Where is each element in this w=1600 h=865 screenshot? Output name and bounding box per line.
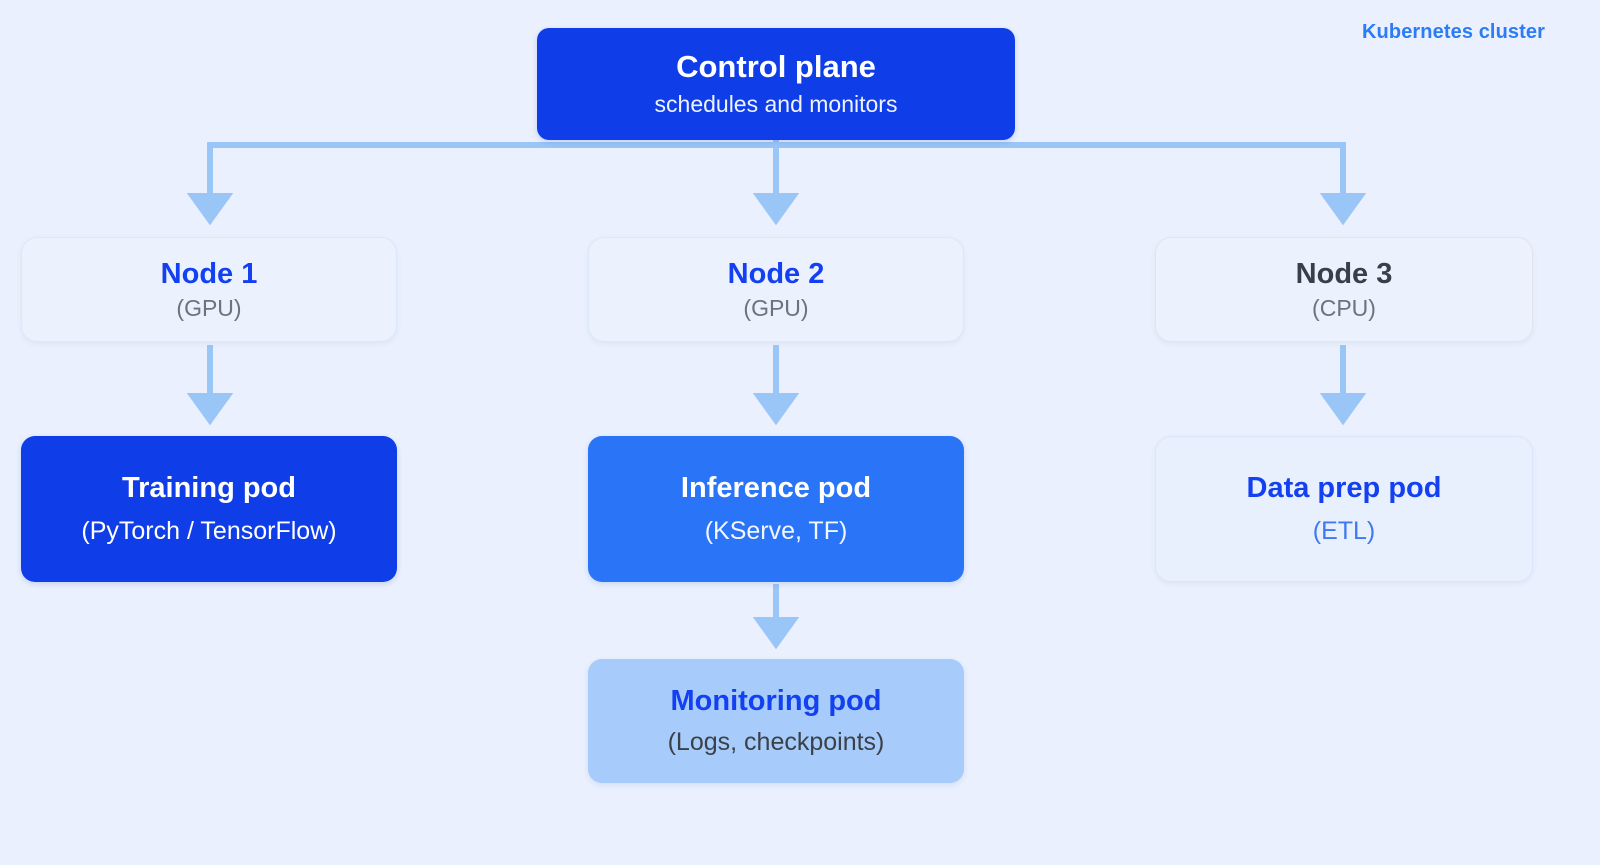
node-1-title: Node 1 (160, 258, 258, 291)
inference-pod-title: Inference pod (680, 472, 872, 505)
control-plane-box[interactable]: Control plane schedules and monitors (537, 28, 1015, 140)
node-box-node-2[interactable]: Node 2 (GPU) (588, 237, 964, 342)
dataprep-pod-subtitle: (ETL) (1312, 516, 1376, 545)
node-2-title: Node 2 (727, 258, 825, 291)
node-box-node-3[interactable]: Node 3 (CPU) (1155, 237, 1533, 342)
node-box-node-1[interactable]: Node 1 (GPU) (21, 237, 397, 342)
pod-box-inference[interactable]: Inference pod (KServe, TF) (588, 436, 964, 582)
monitoring-pod-subtitle: (Logs, checkpoints) (667, 727, 885, 756)
node-1-subtitle: (GPU) (176, 294, 242, 321)
control-plane-subtitle: schedules and monitors (654, 91, 898, 118)
control-plane-title: Control plane (676, 49, 876, 85)
monitoring-pod-title: Monitoring pod (670, 685, 882, 718)
node-3-subtitle: (CPU) (1312, 294, 1376, 321)
inference-pod-subtitle: (KServe, TF) (704, 516, 848, 545)
node-2-subtitle: (GPU) (743, 294, 809, 321)
dataprep-pod-title: Data prep pod (1246, 472, 1442, 505)
pod-box-monitoring[interactable]: Monitoring pod (Logs, checkpoints) (588, 659, 964, 783)
edge-control-plane-to-node-1 (186, 140, 779, 226)
cluster-caption: Kubernetes cluster (1362, 21, 1545, 43)
edge-control-plane-to-node-3 (773, 140, 1367, 226)
pod-box-training[interactable]: Training pod (PyTorch / TensorFlow) (21, 436, 397, 582)
node-3-title: Node 3 (1295, 258, 1393, 291)
training-pod-title: Training pod (122, 472, 296, 505)
training-pod-subtitle: (PyTorch / TensorFlow) (81, 516, 337, 545)
pod-box-dataprep[interactable]: Data prep pod (ETL) (1155, 436, 1533, 582)
